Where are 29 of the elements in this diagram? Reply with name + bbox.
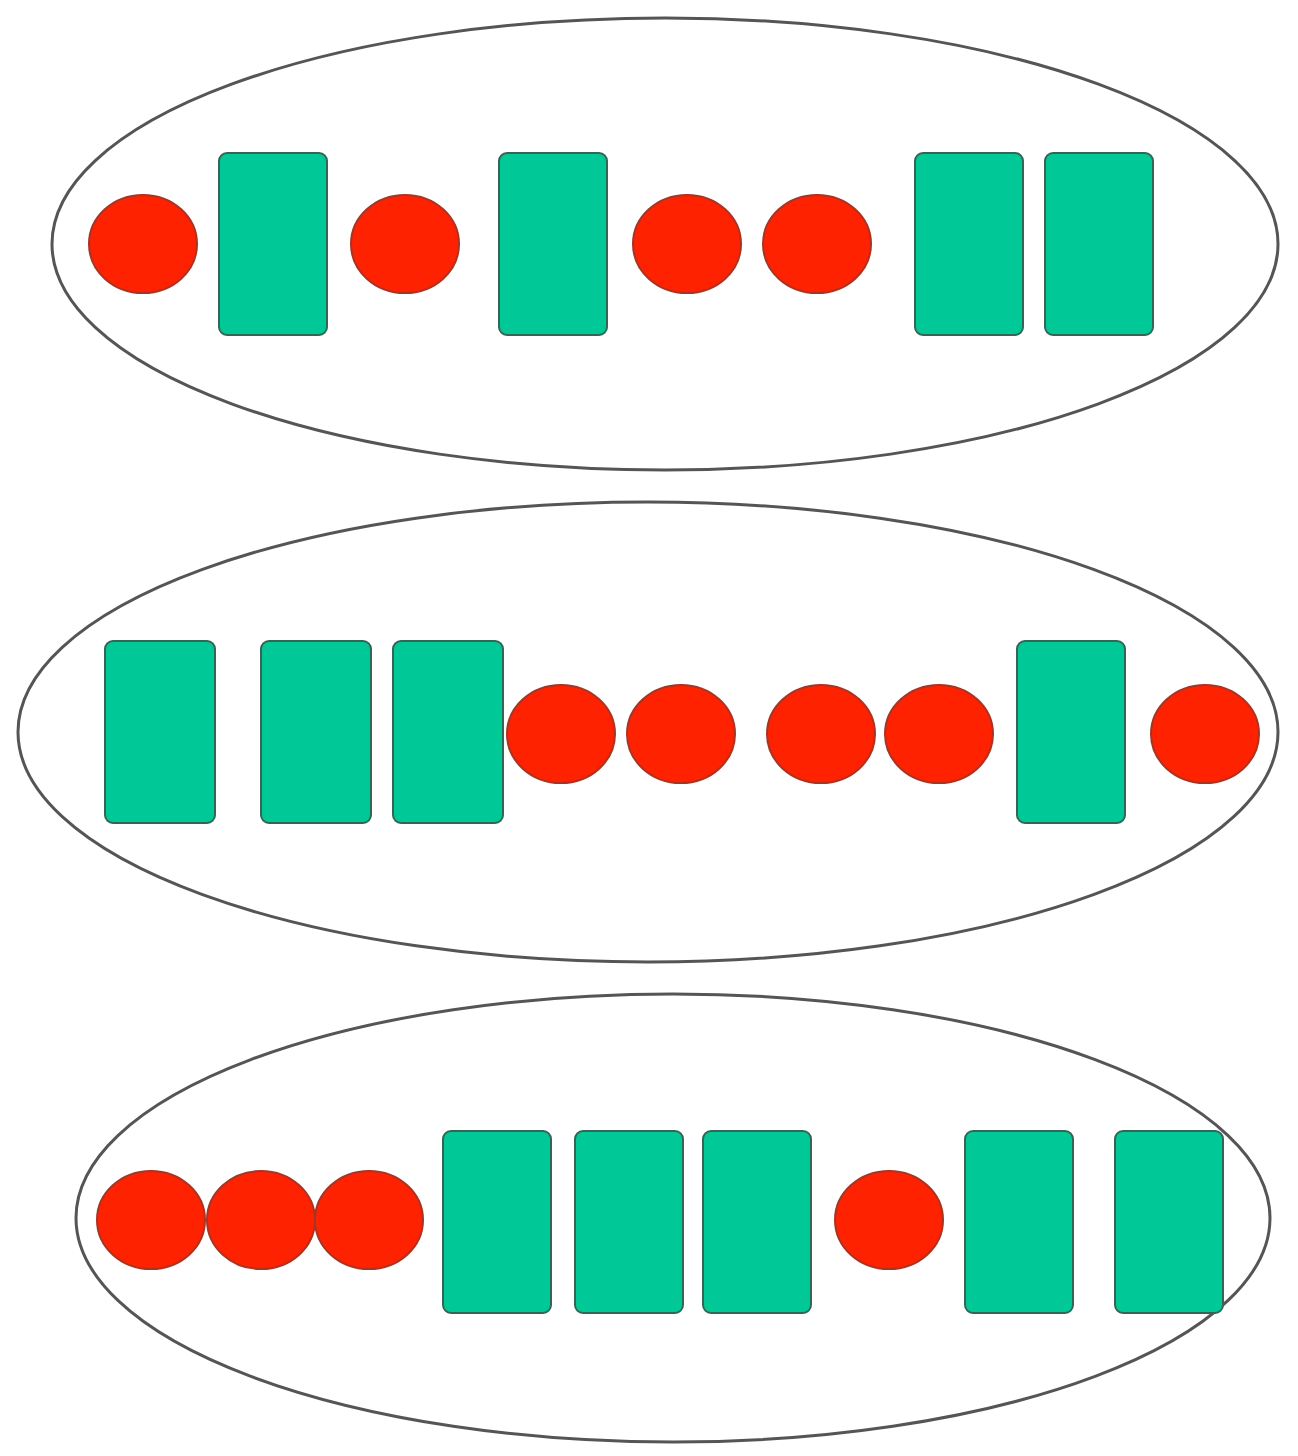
oval-token bbox=[206, 1170, 316, 1270]
rounded-block bbox=[392, 640, 504, 824]
oval-token bbox=[96, 1170, 206, 1270]
oval-container bbox=[16, 500, 1280, 964]
rounded-block bbox=[442, 1130, 552, 1314]
rounded-block bbox=[498, 152, 608, 336]
rounded-block bbox=[1114, 1130, 1224, 1314]
rounded-block bbox=[104, 640, 216, 824]
oval-token bbox=[506, 684, 616, 784]
rounded-block bbox=[1016, 640, 1126, 824]
rounded-block bbox=[574, 1130, 684, 1314]
rounded-block bbox=[260, 640, 372, 824]
oval-token bbox=[632, 194, 742, 294]
oval-token bbox=[88, 194, 198, 294]
oval-token bbox=[314, 1170, 424, 1270]
rounded-block bbox=[702, 1130, 812, 1314]
oval-token bbox=[766, 684, 876, 784]
oval-token bbox=[762, 194, 872, 294]
oval-token bbox=[626, 684, 736, 784]
rounded-block bbox=[964, 1130, 1074, 1314]
rounded-block bbox=[218, 152, 328, 336]
oval-token bbox=[834, 1170, 944, 1270]
rounded-block bbox=[1044, 152, 1154, 336]
rounded-block bbox=[914, 152, 1024, 336]
oval-token bbox=[1150, 684, 1260, 784]
oval-container bbox=[50, 16, 1280, 472]
oval-token bbox=[350, 194, 460, 294]
oval-token bbox=[884, 684, 994, 784]
oval-container bbox=[74, 992, 1272, 1444]
